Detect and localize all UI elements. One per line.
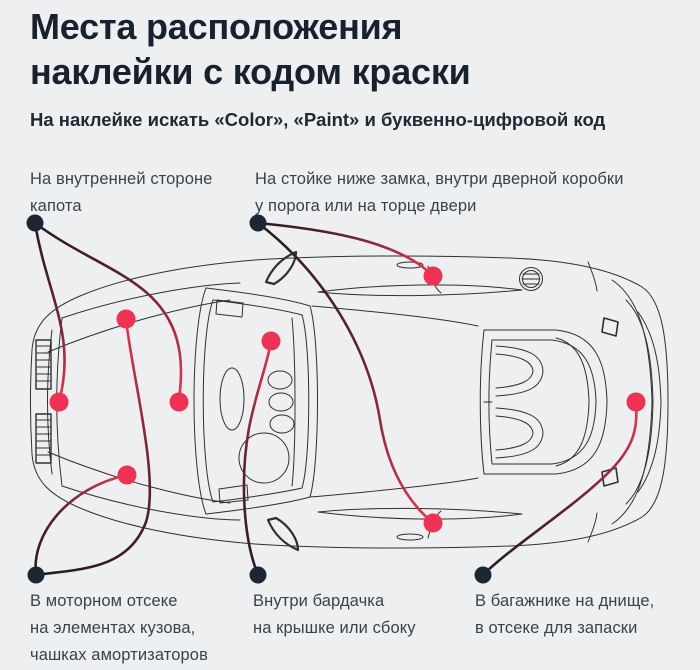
callout-label-line: у порога или на торце двери <box>255 197 477 215</box>
callout-label-glovebox: Внутри бардачка на крышке или сбоку <box>253 588 416 642</box>
location-dot-door <box>423 266 443 286</box>
callout-label-line: На стойке ниже замка, внутри дверной кор… <box>255 170 624 188</box>
page-title-line2: наклейки с кодом краски <box>30 51 471 92</box>
callout-label-line: Внутри бардачка <box>253 592 385 610</box>
label-dot-door <box>249 214 267 232</box>
label-dot-glovebox <box>249 566 267 584</box>
location-dot-trunk <box>626 392 646 412</box>
callout-label-trunk: В багажнике на днище, в отсеке для запаск… <box>475 588 654 642</box>
header: Места расположения наклейки с кодом крас… <box>30 4 605 132</box>
callout-line-glovebox <box>242 339 273 577</box>
car-rear <box>587 261 662 543</box>
car-windshield <box>193 287 318 515</box>
callout-label-line: В моторном отсеке <box>30 592 178 610</box>
callout-label-line: на элементах кузова, <box>30 619 196 637</box>
location-dot-door <box>423 513 443 533</box>
location-dot-glovebox <box>261 331 281 351</box>
fuel-cap-icon <box>519 267 543 291</box>
location-dot-hood <box>49 392 69 412</box>
car-cabin-interior <box>215 299 296 504</box>
callout-label-line: капота <box>30 197 82 215</box>
callout-label-line: на крышке или сбоку <box>253 619 416 637</box>
location-dot-engine <box>116 309 136 329</box>
location-dot-hood <box>169 392 189 412</box>
callout-line-hood <box>33 221 183 404</box>
callout-line-engine <box>34 317 152 577</box>
callout-line-door <box>256 221 435 525</box>
car-body-outline <box>30 255 669 549</box>
callout-label-line: в отсеке для запаски <box>475 619 638 637</box>
callout-label-line: чашках амортизаторов <box>30 646 208 664</box>
label-dot-hood <box>26 214 44 232</box>
callout-label-line: В багажнике на днище, <box>475 592 655 610</box>
label-dot-trunk <box>474 566 492 584</box>
callout-line-engine <box>34 473 129 577</box>
callout-layer <box>26 214 646 584</box>
side-mirror-far <box>264 250 298 286</box>
callout-line-trunk <box>481 400 638 577</box>
page-title: Места расположения наклейки с кодом крас… <box>30 4 605 94</box>
page-subtitle: На наклейке искать «Color», «Paint» и бу… <box>30 109 606 130</box>
callout-label-door: На стойке ниже замка, внутри дверной кор… <box>255 166 624 220</box>
page-title-line1: Места расположения <box>30 6 403 47</box>
callout-label-line: На внутренней стороне <box>30 170 213 188</box>
location-dot-engine <box>117 465 137 485</box>
callout-line-door <box>256 221 435 278</box>
callout-label-engine: В моторном отсеке на элементах кузова, чаш… <box>30 588 208 669</box>
side-mirror-near <box>266 516 300 552</box>
car-hood <box>47 282 241 521</box>
label-dot-engine <box>27 566 45 584</box>
car-doors <box>309 261 523 541</box>
callout-label-hood: На внутренней стороне капота <box>30 166 212 220</box>
car-engine-cover <box>479 329 608 475</box>
car-top-view-illustration <box>30 250 669 552</box>
callout-line-hood <box>33 221 66 404</box>
